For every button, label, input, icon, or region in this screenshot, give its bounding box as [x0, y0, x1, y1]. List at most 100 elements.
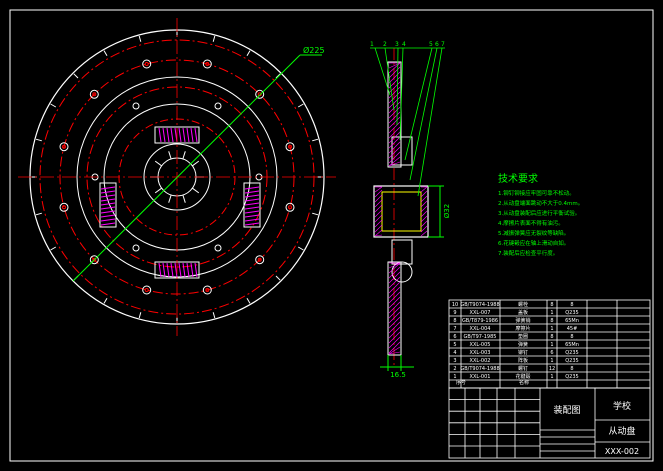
rivet-hole	[257, 257, 262, 262]
rivet-hole	[62, 144, 66, 149]
bom-cell: 7	[453, 326, 456, 332]
part-name-label: 从动盘	[608, 425, 635, 437]
bom-cell: 65Mn	[565, 342, 579, 348]
balloon-6: 6	[435, 41, 439, 48]
bom-cell: 8	[550, 318, 553, 324]
damper-springs	[99, 126, 261, 279]
rim-tick	[35, 138, 42, 142]
rim-tick	[138, 35, 142, 42]
spline-tooth	[154, 160, 162, 167]
bom-cell: 铆钉	[518, 349, 528, 356]
drawing-number-label: XXX-002	[605, 447, 639, 456]
balloon-2: 2	[383, 41, 387, 48]
balloon-1: 1	[370, 41, 374, 48]
bom-cell: 摩擦片	[515, 325, 530, 332]
rivet-hole	[205, 288, 210, 292]
balloon-labels: 1 2 3 4 5 6 7	[370, 41, 445, 48]
bom-cell: XXL-003	[470, 350, 491, 356]
bom-cell: XXL-002	[470, 358, 491, 364]
balloon-4: 4	[402, 41, 406, 48]
damper-spring	[243, 182, 261, 228]
bom-header-seq: 序号	[456, 379, 466, 386]
rim-tick	[103, 297, 108, 304]
bom-cell: 花键毂	[515, 373, 530, 380]
rim-tick	[312, 138, 319, 142]
rivet	[255, 255, 265, 265]
tech-item-5: 5.减振弹簧应无裂纹等缺陷。	[498, 229, 569, 237]
tech-title: 技术要求	[498, 172, 538, 185]
bom-cell: 12	[549, 366, 555, 372]
bom-cell: GB/T97-1985	[464, 334, 497, 340]
tech-item-3: 3.从动盘装配后应进行平衡试验。	[498, 209, 580, 217]
drawing-border	[9, 9, 654, 462]
damper-spring	[99, 182, 117, 228]
bom-cell: 1	[550, 326, 553, 332]
stop-pin	[132, 102, 140, 110]
rim-tick	[297, 103, 304, 108]
spline-tooth	[182, 194, 186, 203]
bom-cell: 6	[453, 334, 456, 340]
spline-tooth	[182, 151, 186, 160]
bom-cell: 弹簧销	[515, 317, 530, 324]
bom-cell: 5	[453, 342, 456, 348]
tech-item-6: 6.花键毂应在轴上滑动自如。	[498, 239, 569, 247]
thickness-label: 16.5	[390, 371, 406, 379]
balloon-3: 3	[395, 41, 399, 48]
bom-cell: 8	[570, 366, 573, 372]
bom-cell: GB/T879-1986	[462, 318, 498, 324]
bom-cell: 65Mn	[565, 318, 579, 324]
bom-cell: 阵板	[518, 357, 528, 364]
stop-pin	[214, 244, 222, 252]
rim-tick	[246, 297, 251, 304]
bom-cell: 1	[453, 374, 456, 380]
hub-dimension-label: Ø32	[443, 204, 451, 218]
spline-tooth	[192, 187, 200, 194]
rivet-hole	[205, 62, 210, 66]
section-view: Ø32 16.5 1 2 3 4 5 6 7	[370, 41, 451, 379]
bom-cell: 1	[550, 342, 553, 348]
bom-cell: GB/T9074-1988	[460, 302, 499, 308]
rim-tick	[73, 73, 79, 79]
rim-tick	[246, 50, 251, 57]
rivet	[285, 142, 295, 152]
diameter-dimension-line	[72, 54, 301, 282]
rivet-hole	[144, 62, 149, 66]
bom-cell: XXL-005	[470, 342, 491, 348]
rim-tick	[312, 212, 319, 216]
rim-tick	[212, 312, 216, 319]
front-view: Ø225	[18, 18, 336, 336]
rivet-section	[391, 261, 413, 283]
rim-tick	[275, 73, 281, 79]
bom-cell: Q235	[565, 374, 578, 380]
rivet	[285, 202, 295, 212]
spring-window-upper	[391, 136, 413, 166]
rim-tick	[35, 212, 42, 216]
bom-cell: 8	[550, 302, 553, 308]
rivet	[202, 59, 212, 69]
damper-spring	[154, 126, 200, 144]
bom-cell: XXL-004	[470, 326, 491, 332]
tech-item-4: 4.摩擦片表面不得有油污。	[498, 219, 564, 227]
part-leaders	[370, 47, 445, 197]
bom-cell: 2	[453, 366, 456, 372]
bom-cell: 垫圈	[518, 333, 528, 340]
bom-cell: 8	[550, 334, 553, 340]
bom-cell: 弹簧	[518, 341, 528, 348]
balloon-7: 7	[441, 41, 445, 48]
spline-tooth	[168, 194, 172, 203]
bom-cell: 45#	[567, 326, 578, 332]
tech-item-2: 2.从动盘端面跳动不大于0.4mm。	[498, 199, 583, 207]
tech-requirements: 技术要求 1.铆钉铆接应牢固可靠不松动。 2.从动盘端面跳动不大于0.4mm。 …	[498, 172, 583, 257]
rim-tick	[50, 246, 57, 251]
bom-cell: 8	[570, 302, 573, 308]
title-block	[448, 387, 651, 459]
bom-cell: 8	[453, 318, 456, 324]
rivet	[59, 142, 69, 152]
spring-window-lower	[391, 239, 413, 265]
rivet	[142, 285, 152, 295]
rim-tick	[138, 312, 142, 319]
section-hatching	[374, 62, 428, 355]
hub-outer	[143, 143, 211, 211]
